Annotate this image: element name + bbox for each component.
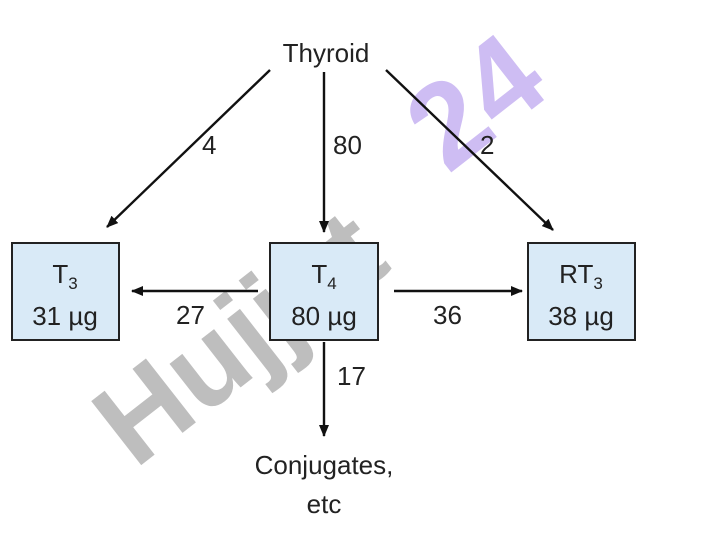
node-conjugates-line1: Conjugates, bbox=[255, 450, 394, 480]
node-rt3-amount: 38 µg bbox=[548, 301, 614, 331]
edge-thyroid-to-t3 bbox=[106, 69, 271, 228]
edge-label-thyroid-to-t4: 80 bbox=[333, 130, 362, 160]
edge-thyroid-to-rt3 bbox=[385, 69, 554, 231]
edge-label-t4-to-rt3: 36 bbox=[433, 300, 462, 330]
node-t4-amount: 80 µg bbox=[291, 301, 357, 331]
node-rt3-box bbox=[527, 242, 636, 341]
node-t4-name: T4 bbox=[311, 259, 336, 293]
edge-label-t4-to-conjugates: 17 bbox=[337, 361, 366, 391]
node-thyroid-label: Thyroid bbox=[283, 38, 370, 68]
edge-label-thyroid-to-rt3: 2 bbox=[480, 130, 494, 160]
node-t3-name: T3 bbox=[52, 259, 77, 293]
node-t4-box bbox=[269, 242, 379, 341]
node-t3-amount: 31 µg bbox=[32, 301, 98, 331]
node-t3-box bbox=[11, 242, 120, 341]
watermark-text-right: 24 bbox=[382, 8, 570, 196]
edge-label-thyroid-to-t3: 4 bbox=[202, 130, 216, 160]
edge-label-t4-to-t3: 27 bbox=[176, 300, 205, 330]
node-rt3-name: RT3 bbox=[559, 259, 603, 293]
node-conjugates-line2: etc bbox=[307, 489, 342, 519]
